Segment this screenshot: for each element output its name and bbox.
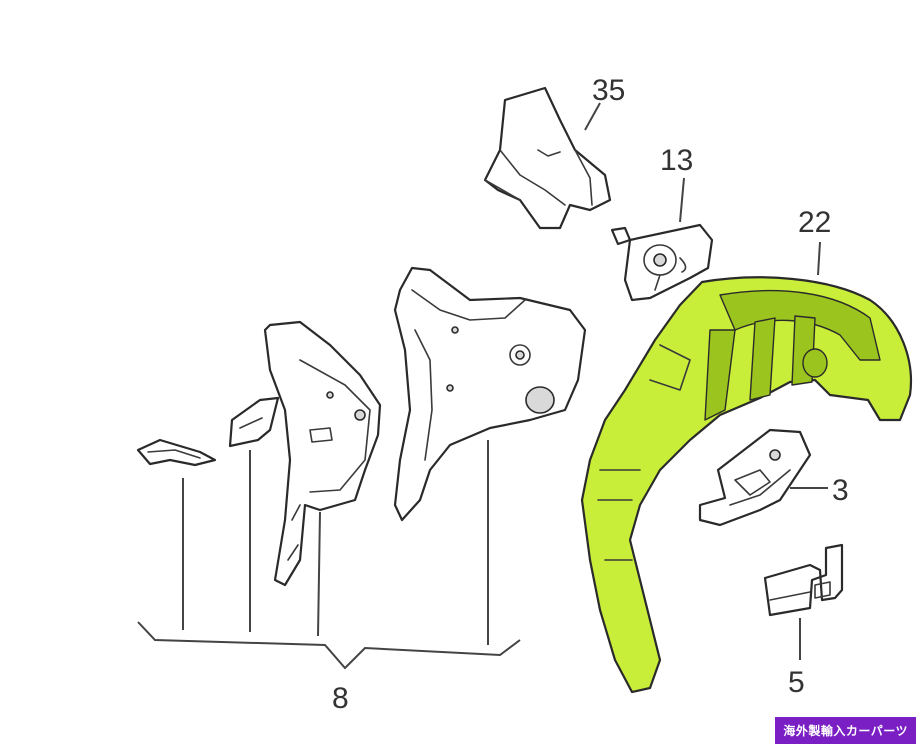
watermark-logo: 海外製輸入カーパーツ: [775, 717, 916, 744]
part-8b-bracket: [228, 396, 280, 448]
callout-5: 5: [788, 666, 805, 699]
part-8a-gasket: [136, 438, 217, 467]
leader-8-group: [137, 440, 521, 670]
callout-13: 13: [660, 144, 693, 177]
leader-22: [817, 241, 821, 276]
callout-35: 35: [592, 74, 625, 107]
leader-35: [584, 102, 601, 131]
part-8c-pillar: [263, 320, 382, 587]
part-3-bracket: [698, 428, 812, 527]
part-13-plate: [610, 223, 714, 302]
callout-22: 22: [798, 206, 831, 239]
callout-3: 3: [832, 474, 849, 507]
part-8d-inner-panel: [393, 266, 587, 522]
callout-8: 8: [332, 682, 349, 715]
leader-13: [679, 177, 685, 223]
part-22-wheelhouse-panel: [580, 276, 912, 694]
part-5-clip: [763, 543, 844, 617]
part-35-bracket: [483, 86, 612, 230]
